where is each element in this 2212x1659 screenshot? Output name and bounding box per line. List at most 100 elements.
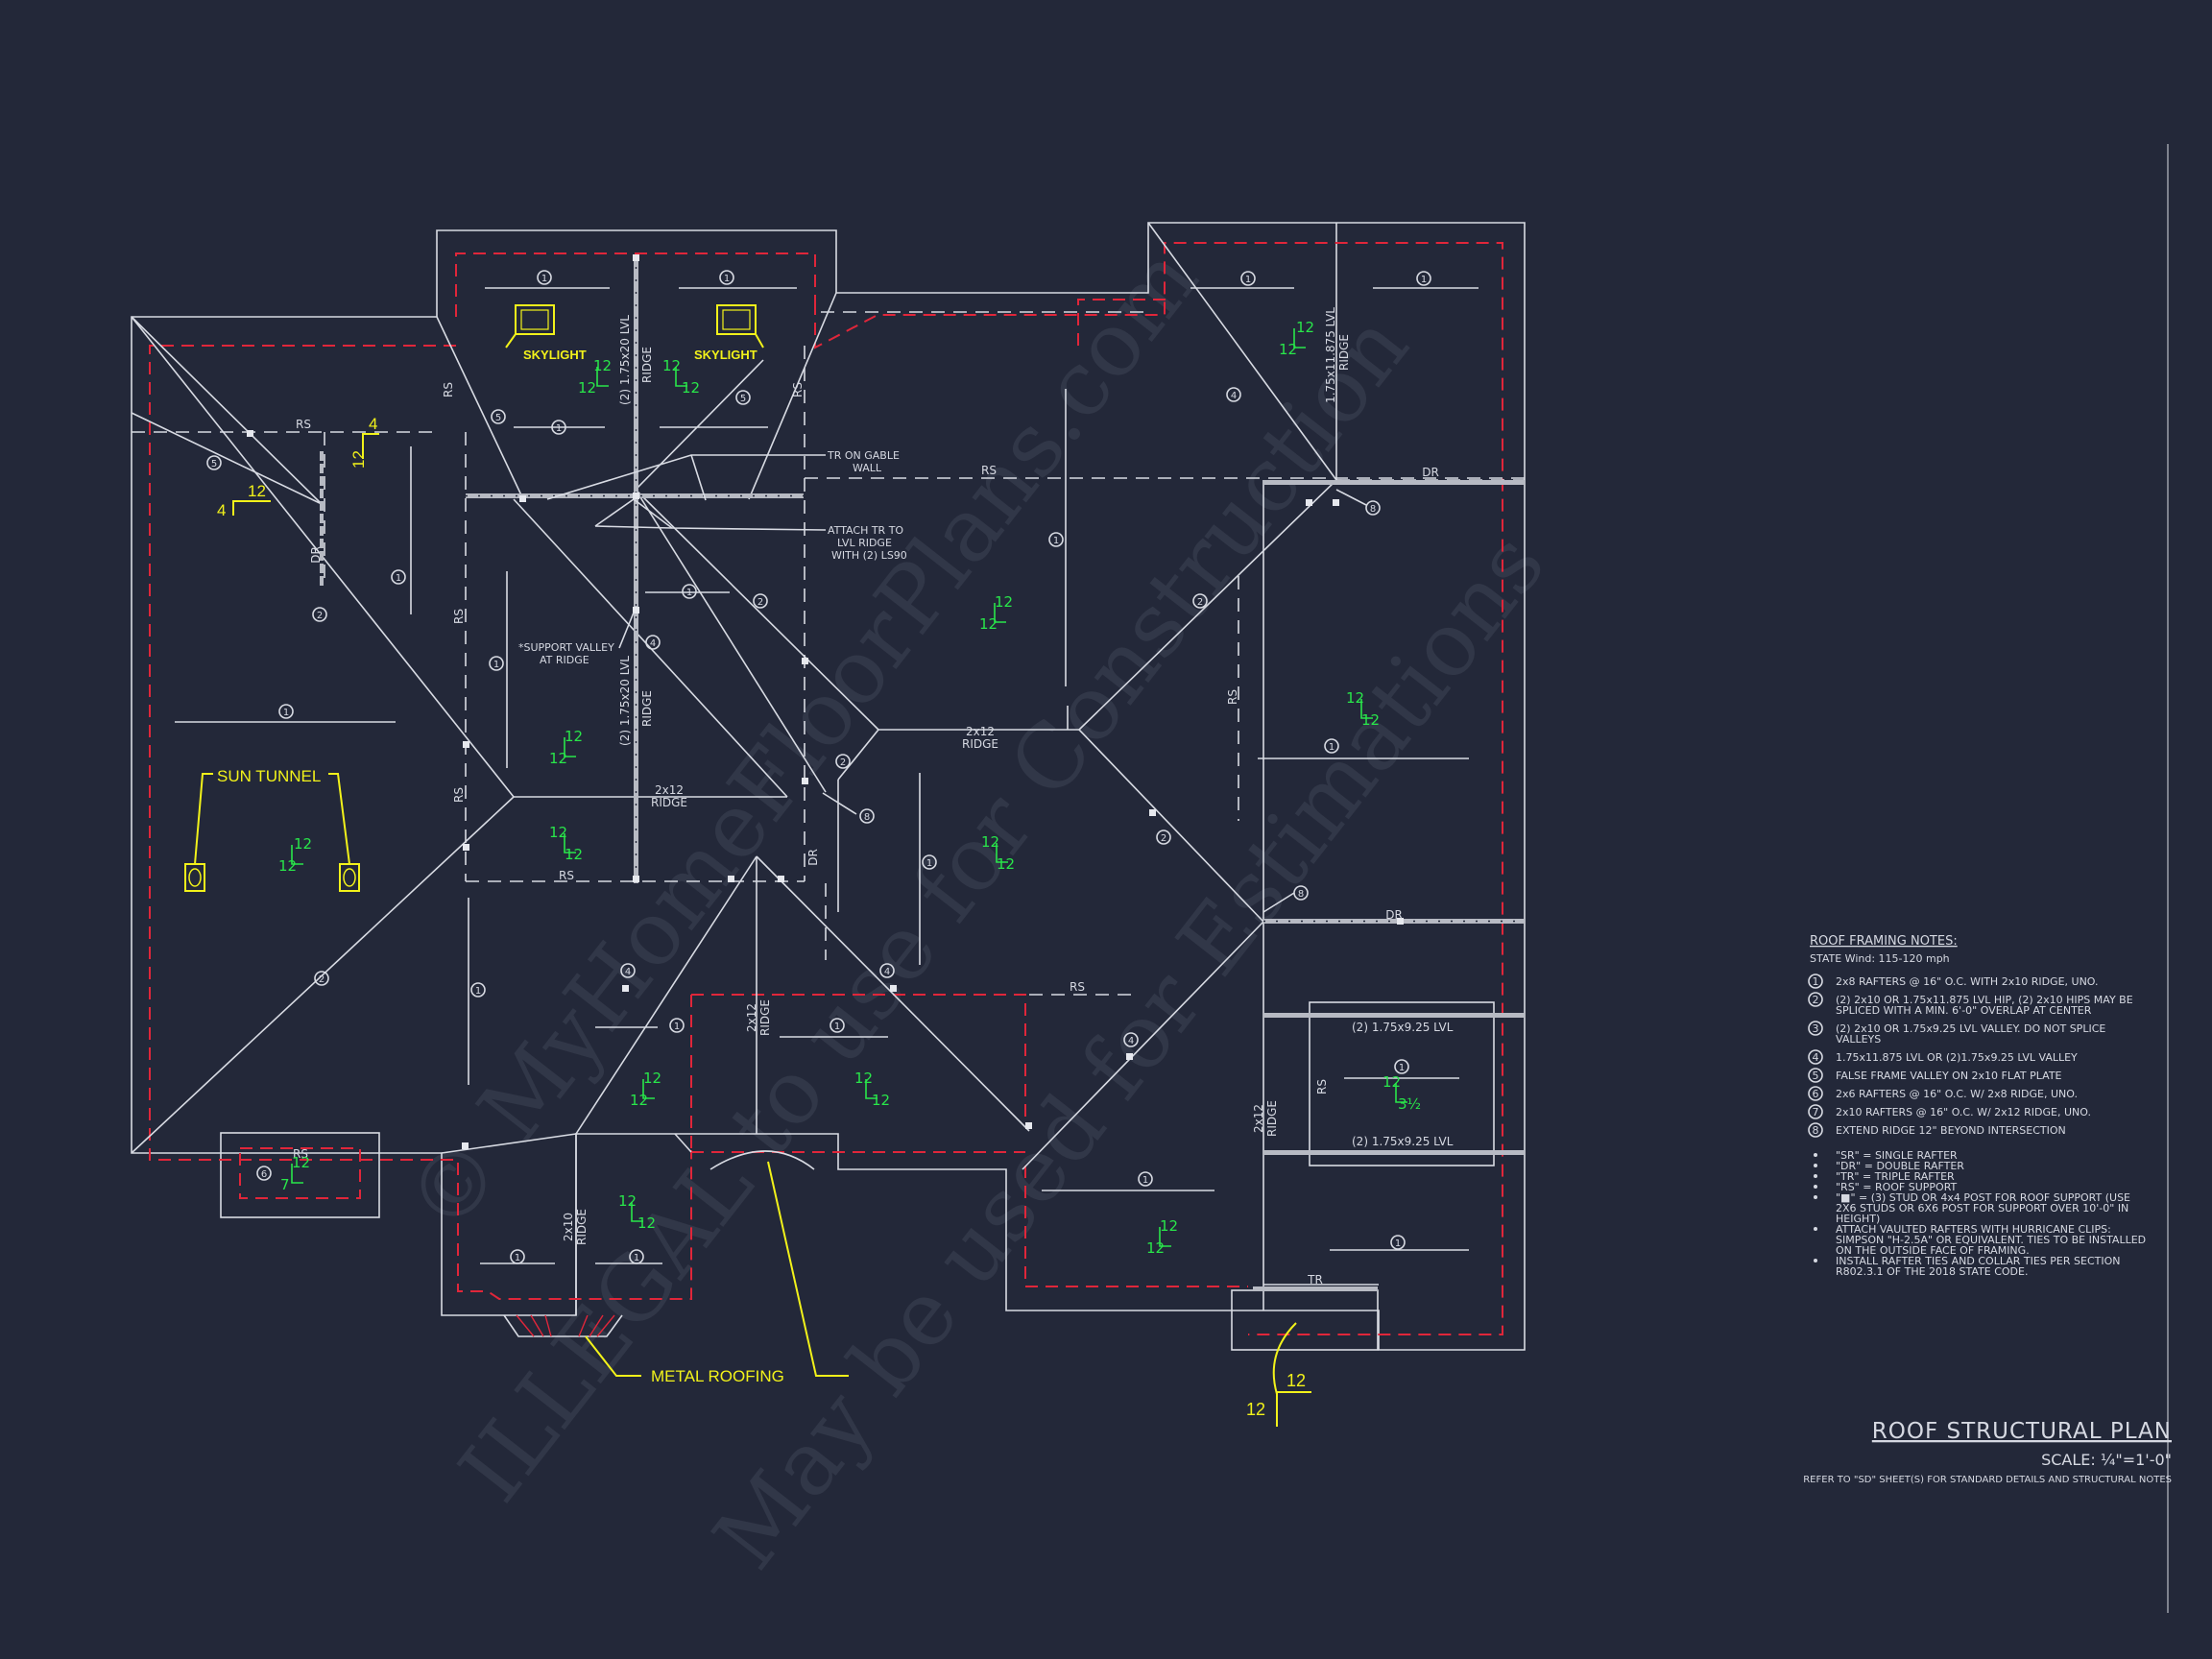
pitch-label: 12 — [549, 824, 567, 841]
rs-tag: RS — [791, 382, 805, 397]
ridge-label-top: RIDGE — [640, 347, 654, 383]
metal-roofing-callout: METAL ROOFING — [516, 1161, 849, 1385]
bullet-note: "■" = (3) STUD OR 4x4 POST FOR ROOF SUPP… — [1814, 1191, 2130, 1225]
svg-text:2: 2 — [317, 611, 323, 621]
pitch-label: 12 — [593, 357, 612, 374]
note-number-circle — [1808, 974, 1823, 989]
rs-tag: RS — [452, 609, 466, 624]
note-text: R802.3.1 OF THE 2018 STATE CODE. — [1836, 1265, 2028, 1278]
attach-tr-label-2: LVL RIDGE — [837, 537, 892, 549]
pitch-label: 12 — [349, 450, 368, 469]
rs-tag: RS — [559, 869, 574, 882]
skylight-icon — [515, 304, 555, 335]
support-valley-label-2: AT RIDGE — [540, 654, 589, 666]
note-number-circle — [1808, 1068, 1823, 1083]
porch-box — [1231, 1289, 1379, 1351]
svg-text:1: 1 — [556, 423, 562, 434]
support-posts — [247, 254, 1404, 1149]
note-text: VALLEYS — [1836, 1033, 1881, 1046]
pitch-label: 4 — [217, 501, 226, 519]
pitch-label: 7 — [280, 1176, 290, 1193]
bullet-note: "SR" = SINGLE RAFTER — [1814, 1149, 1958, 1162]
bullet-notes: "SR" = SINGLE RAFTER"DR" = DOUBLE RAFTER… — [1814, 1149, 2146, 1278]
note-text: "DR" = DOUBLE RAFTER — [1836, 1160, 1964, 1172]
note-text: FALSE FRAME VALLEY ON 2x10 FLAT PLATE — [1836, 1070, 2062, 1082]
rs-tag: RS — [296, 418, 311, 431]
m2x12-label-center: 2x12 — [966, 725, 995, 738]
svg-text:1: 1 — [834, 1022, 840, 1032]
note-number-circle — [1808, 1049, 1823, 1065]
svg-text:2: 2 — [1161, 833, 1166, 844]
skylights: SKYLIGHT SKYLIGHT — [505, 304, 764, 362]
lvl-label-top: (2) 1.75x20 LVL — [618, 315, 632, 405]
note-text: "RS" = ROOF SUPPORT — [1836, 1181, 1958, 1193]
pitch-label: 12 — [1246, 1400, 1265, 1419]
pitch-label: 12 — [578, 379, 596, 397]
pitch-label: 12 — [565, 728, 583, 745]
m2x12-label-east: 2x12 — [1252, 1104, 1265, 1133]
m2x12-label-vert: 2x12 — [745, 1003, 758, 1032]
title-block: ROOF STRUCTURAL PLAN SCALE: ¼"=1'-0" REF… — [1803, 1419, 2172, 1485]
svg-text:1: 1 — [686, 588, 692, 598]
attach-tr-label-1: ATTACH TR TO — [828, 524, 903, 537]
bullet-note: "RS" = ROOF SUPPORT — [1814, 1181, 1958, 1193]
svg-text:1: 1 — [1329, 742, 1334, 753]
rs-tag: RS — [293, 1147, 308, 1161]
svg-text:5: 5 — [740, 394, 746, 404]
plan-reference: REFER TO "SD" SHEET(S) FOR STANDARD DETA… — [1803, 1475, 2172, 1485]
svg-text:1: 1 — [1421, 275, 1427, 285]
note-text: 2x8 RAFTERS @ 16" O.C. WITH 2x10 RIDGE, … — [1836, 975, 2099, 988]
ridge-labels: 2x12 RIDGE 2x12 RIDGE (2) 1.75x9.25 LVL … — [651, 725, 1454, 1148]
pitch-label: 3½ — [1398, 1095, 1421, 1113]
note-number: 4 — [1813, 1051, 1819, 1064]
skylight-label-1: SKYLIGHT — [523, 348, 587, 362]
note-number: 3 — [1813, 1022, 1819, 1035]
svg-text:1: 1 — [1395, 1238, 1401, 1249]
svg-text:1: 1 — [493, 660, 499, 670]
support-valley-label-1: *SUPPORT VALLEY — [518, 641, 614, 654]
pitch-label: 12 — [549, 750, 567, 767]
sun-tunnel-label: SUN TUNNEL — [217, 767, 321, 785]
framing-notes: ROOF FRAMING NOTES: STATE Wind: 115-120 … — [1808, 934, 2146, 1278]
notes-wind: STATE Wind: 115-120 mph — [1810, 952, 1950, 965]
pitch-label: 12 — [1361, 711, 1380, 729]
bullet-dot — [1814, 1185, 1817, 1189]
sun-tunnel-icon — [184, 863, 205, 892]
svg-text:4: 4 — [1231, 391, 1237, 401]
lvl-label-right: 1.75x11.875 LVL — [1324, 307, 1337, 403]
note-number: 6 — [1813, 1088, 1819, 1100]
note-text: 2x10 RAFTERS @ 16" O.C. W/ 2x12 RIDGE, U… — [1836, 1106, 2091, 1118]
svg-text:4: 4 — [625, 967, 631, 977]
pitch-label: 12 — [248, 482, 266, 500]
note-text: SIMPSON "H-2.5A" OR EQUIVALENT. TIES TO … — [1836, 1234, 2146, 1246]
tr-on-gable-label: TR ON GABLE — [827, 449, 900, 462]
bullet-note: INSTALL RAFTER TIES AND COLLAR TIES PER … — [1814, 1255, 2120, 1278]
note-text: 2x6 RAFTERS @ 16" O.C. W/ 2x8 RIDGE, UNO… — [1836, 1088, 2078, 1100]
rs-tag: RS — [981, 464, 997, 477]
bullet-dot — [1814, 1164, 1817, 1167]
pitch-label: 12 — [662, 357, 681, 374]
pitch-label: 12 — [292, 1154, 310, 1171]
attach-tr-label-3: WITH (2) LS90 — [831, 549, 907, 562]
svg-text:4: 4 — [650, 638, 656, 649]
note-text: SPLICED WITH A MIN. 6'-0" OVERLAP AT CEN… — [1836, 1004, 2092, 1017]
svg-text:5: 5 — [495, 413, 501, 423]
pitch-label: 12 — [637, 1214, 656, 1232]
svg-text:5: 5 — [211, 459, 217, 469]
svg-text:1: 1 — [541, 274, 547, 284]
pitch-label: 4 — [369, 415, 377, 433]
notes-heading: ROOF FRAMING NOTES: — [1810, 934, 1958, 949]
svg-text:1: 1 — [1399, 1063, 1405, 1073]
yellow-pitch-symbols: 12 4 12 4 12 12 — [217, 415, 1311, 1427]
note-number-circle — [1808, 1122, 1823, 1138]
svg-text:8: 8 — [1298, 889, 1304, 900]
note-number-circle — [1808, 992, 1823, 1007]
rs-tag: RS — [1226, 689, 1239, 705]
lvl-label-mid: (2) 1.75x20 LVL — [618, 656, 632, 746]
note-number: 5 — [1813, 1070, 1819, 1082]
note-number-circle — [1808, 1086, 1823, 1101]
